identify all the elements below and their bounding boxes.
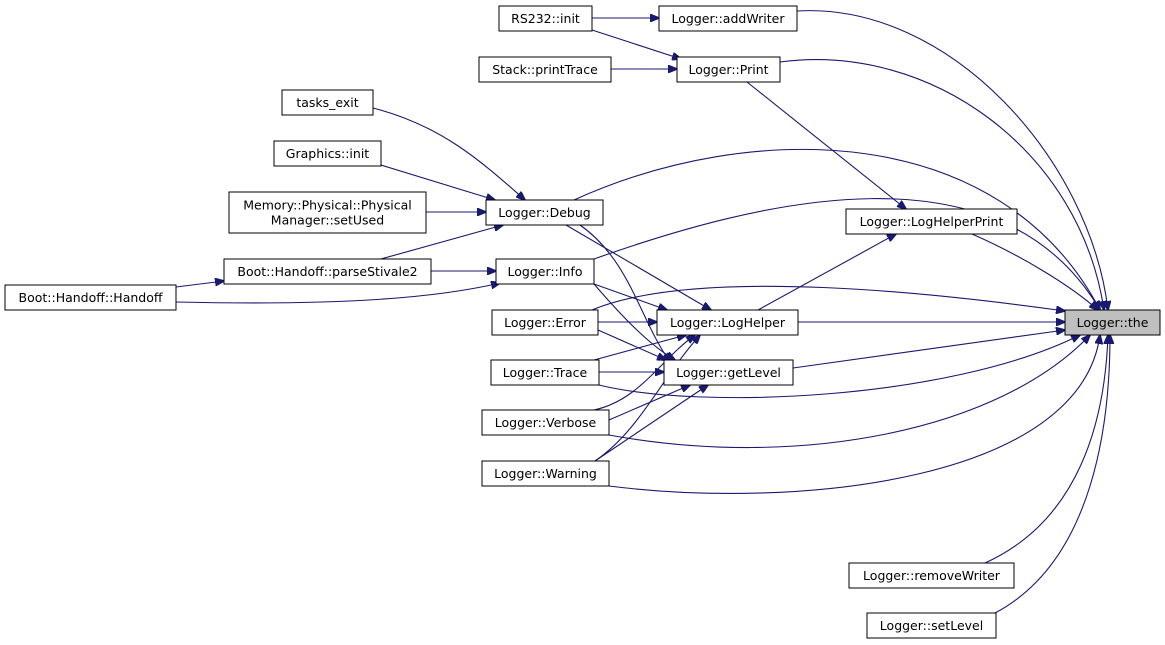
node-info[interactable]: Logger::Info bbox=[495, 258, 595, 285]
node-box bbox=[485, 199, 604, 226]
edge-warning-to-getLevel bbox=[594, 385, 708, 462]
node-label: Logger::removeWriter bbox=[863, 568, 1001, 583]
node-removeWriter[interactable]: Logger::removeWriter bbox=[848, 562, 1015, 589]
node-label: Logger::Trace bbox=[503, 365, 588, 380]
edge-info-to-the bbox=[593, 198, 1100, 310]
node-error[interactable]: Logger::Error bbox=[491, 309, 599, 336]
node-box bbox=[223, 258, 432, 285]
edge-setLevel-to-the bbox=[994, 335, 1110, 614]
node-label: Graphics::init bbox=[286, 146, 369, 161]
edge-parseStivale2-to-debug bbox=[380, 225, 503, 260]
node-box bbox=[481, 409, 610, 436]
node-getLevel[interactable]: Logger::getLevel bbox=[663, 359, 794, 386]
node-logHelper[interactable]: Logger::LogHelper bbox=[656, 309, 799, 336]
node-logHelperPrint[interactable]: Logger::LogHelperPrint bbox=[845, 208, 1018, 235]
node-label: Logger::Error bbox=[504, 315, 587, 330]
node-box bbox=[273, 140, 382, 167]
node-warning[interactable]: Logger::Warning bbox=[481, 460, 610, 487]
node-setLevel[interactable]: Logger::setLevel bbox=[866, 612, 997, 639]
edge-addWriter-to-the bbox=[796, 10, 1108, 310]
node-label: Boot::Handoff::Handoff bbox=[19, 290, 163, 305]
node-box bbox=[4, 284, 177, 311]
edge-layer bbox=[175, 10, 1110, 614]
node-label: Logger::getLevel bbox=[676, 365, 781, 380]
edge-verbose-to-the bbox=[608, 335, 1090, 449]
node-label: Memory::Physical::Physical bbox=[243, 198, 411, 213]
node-label: Logger::Debug bbox=[498, 205, 590, 220]
node-box bbox=[478, 56, 612, 83]
node-parseStivale2[interactable]: Boot::Handoff::parseStivale2 bbox=[223, 258, 432, 285]
node-label: Logger::LogHelperPrint bbox=[860, 214, 1004, 229]
edge-logHelper-to-logHelperPrint bbox=[757, 234, 896, 311]
node-trace[interactable]: Logger::Trace bbox=[490, 359, 600, 386]
node-label: Boot::Handoff::parseStivale2 bbox=[237, 264, 417, 279]
edge-getLevel-to-the bbox=[792, 330, 1065, 369]
edge-graphicsInit-to-debug bbox=[380, 164, 495, 200]
edge-debug-to-the bbox=[573, 148, 1100, 310]
node-label: Logger::Verbose bbox=[495, 415, 597, 430]
edge-rs232init-to-print bbox=[591, 29, 681, 59]
edge-print-to-the bbox=[779, 59, 1104, 310]
node-label: Stack::printTrace bbox=[492, 62, 598, 77]
node-box bbox=[866, 612, 997, 639]
edge-error-to-getLevel bbox=[597, 329, 666, 360]
edge-tasksExit-to-debug bbox=[372, 107, 525, 200]
edge-removeWriter-to-the bbox=[984, 335, 1108, 564]
node-box bbox=[1064, 309, 1161, 336]
node-label: Logger::Warning bbox=[494, 466, 597, 481]
node-label: Manager::setUsed bbox=[271, 213, 384, 228]
node-printTrace[interactable]: Stack::printTrace bbox=[478, 56, 612, 83]
node-handoff[interactable]: Boot::Handoff::Handoff bbox=[4, 284, 177, 311]
node-box bbox=[656, 309, 799, 336]
node-setUsed[interactable]: Memory::Physical::PhysicalManager::setUs… bbox=[228, 191, 427, 234]
node-label: RS232::init bbox=[511, 11, 580, 26]
node-verbose[interactable]: Logger::Verbose bbox=[481, 409, 610, 436]
edge-verbose-to-logHelper bbox=[593, 335, 695, 411]
node-label: Logger::addWriter bbox=[672, 11, 786, 26]
node-box bbox=[845, 208, 1018, 235]
edge-trace-to-logHelper bbox=[593, 335, 686, 361]
node-label: Logger::the bbox=[1077, 315, 1149, 330]
edge-warning-to-the bbox=[608, 335, 1100, 494]
node-box bbox=[490, 359, 600, 386]
node-box bbox=[676, 56, 781, 83]
edge-debug-to-logHelper bbox=[565, 224, 711, 310]
edge-info-to-logHelper bbox=[593, 283, 667, 310]
node-graphicsInit[interactable]: Graphics::init bbox=[273, 140, 382, 167]
node-debug[interactable]: Logger::Debug bbox=[485, 199, 604, 226]
node-print[interactable]: Logger::Print bbox=[676, 56, 781, 83]
edge-warning-to-logHelper bbox=[594, 335, 700, 462]
node-box bbox=[498, 5, 593, 32]
edge-trace-to-the bbox=[598, 335, 1080, 399]
node-box bbox=[281, 89, 374, 116]
node-label: Logger::setLevel bbox=[880, 618, 983, 633]
node-box bbox=[481, 460, 610, 487]
node-label: Logger::LogHelper bbox=[670, 315, 786, 330]
node-rs232init[interactable]: RS232::init bbox=[498, 5, 593, 32]
node-label: Logger::Print bbox=[688, 62, 768, 77]
node-box bbox=[848, 562, 1015, 589]
node-the[interactable]: Logger::the bbox=[1064, 309, 1161, 336]
node-box bbox=[663, 359, 794, 386]
edge-debug-to-getLevel bbox=[579, 224, 670, 362]
node-box bbox=[491, 309, 599, 336]
node-tasksExit[interactable]: tasks_exit bbox=[281, 89, 374, 116]
edge-handoff-to-info bbox=[175, 283, 500, 304]
node-box bbox=[228, 191, 427, 234]
node-label: Logger::Info bbox=[508, 264, 583, 279]
edge-logHelperPrint-to-the bbox=[971, 233, 1098, 310]
node-addWriter[interactable]: Logger::addWriter bbox=[658, 5, 798, 32]
node-box bbox=[658, 5, 798, 32]
node-label: tasks_exit bbox=[296, 95, 358, 110]
node-box bbox=[495, 258, 595, 285]
node-layer: Logger::the Logger::addWriter RS232::initL… bbox=[4, 5, 1161, 639]
edge-handoff-to-parseStivale2 bbox=[175, 281, 224, 288]
edge-print-to-logHelperPrint bbox=[746, 81, 906, 209]
edge-error-to-the bbox=[591, 285, 1065, 311]
